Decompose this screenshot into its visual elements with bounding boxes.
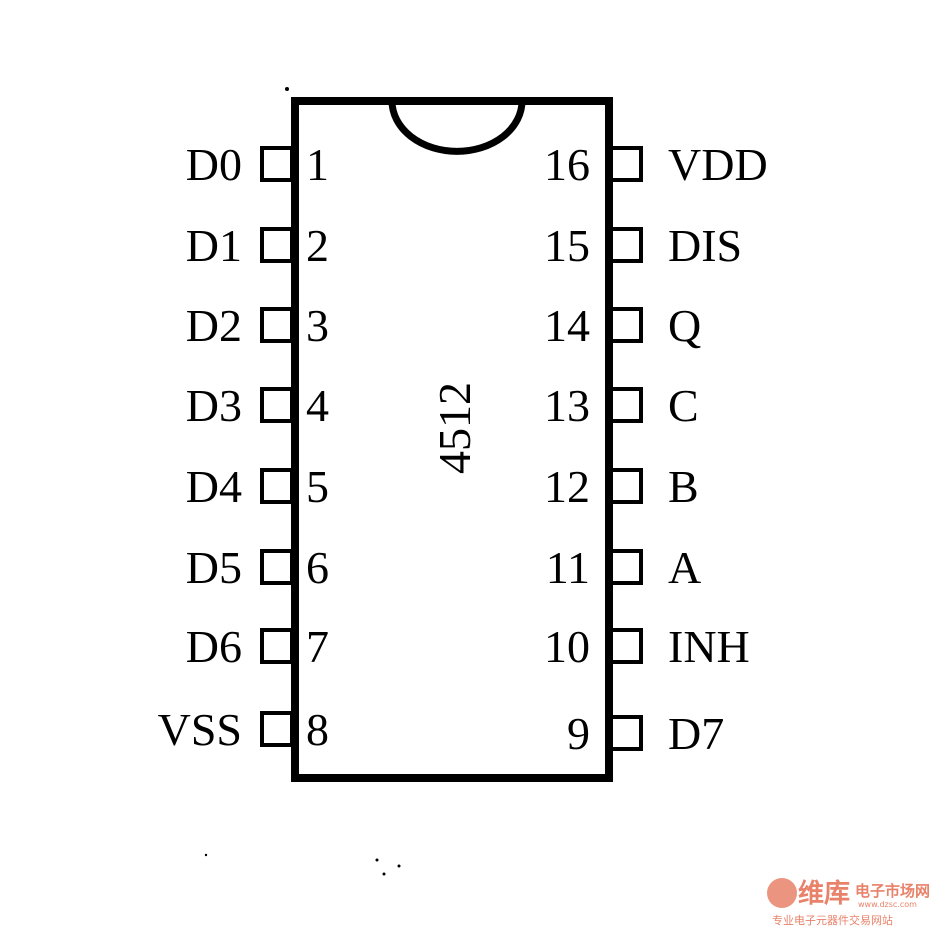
pin-pad: [260, 146, 294, 182]
pin-label: INH: [668, 621, 750, 672]
scan-noise: [204, 87, 401, 876]
pin-pad: [609, 307, 643, 343]
pin-pad: [609, 715, 643, 751]
pin-pad: [609, 387, 643, 423]
pin-number: 9: [567, 708, 590, 759]
left-pin-4: D3 4: [186, 380, 329, 431]
pin-pad: [260, 227, 294, 263]
pin-number: 6: [306, 542, 329, 593]
right-pin-16: 16 VDD: [544, 139, 768, 190]
pin-number: 12: [544, 461, 590, 512]
right-pin-11: 11 A: [546, 542, 702, 593]
pin-label: A: [668, 542, 701, 593]
pin-pad: [260, 711, 294, 747]
pin-label: D6: [186, 621, 242, 672]
pin-number: 16: [544, 139, 590, 190]
pin-number: 10: [544, 621, 590, 672]
pin-number: 3: [306, 300, 329, 351]
pin-pad: [260, 549, 294, 585]
left-pin-1: D0 1: [186, 139, 329, 190]
pin-number: 14: [544, 300, 590, 351]
pin-number: 4: [306, 380, 329, 431]
pin-label: D2: [186, 300, 242, 351]
pin-number: 5: [306, 461, 329, 512]
pin-pad: [260, 307, 294, 343]
left-pin-5: D4 5: [186, 461, 329, 512]
pin-label: D3: [186, 380, 242, 431]
pin-label: C: [668, 380, 699, 431]
pin-pad: [609, 549, 643, 585]
watermark-url: www.dzsc.com: [858, 900, 917, 909]
watermark-tagline: 专业电子元器件交易网站: [772, 913, 893, 927]
pin-pad: [609, 468, 643, 504]
pin-number: 13: [544, 380, 590, 431]
pin-number: 8: [306, 704, 329, 755]
watermark-logo-icon: [767, 878, 797, 908]
pin-number: 11: [546, 542, 590, 593]
pin-pad: [609, 146, 643, 182]
right-pin-15: 15 DIS: [544, 220, 742, 271]
ic-body: [291, 97, 613, 782]
pin-label: VDD: [668, 139, 768, 190]
watermark-title: 电子市场网: [855, 882, 930, 900]
pin-label: VSS: [158, 704, 242, 755]
pin-label: D7: [668, 708, 724, 759]
left-pin-7: D6 7: [186, 621, 329, 672]
pin-pad: [260, 387, 294, 423]
pin-pad: [609, 227, 643, 263]
pin-label: D0: [186, 139, 242, 190]
right-pin-12: 12 B: [544, 461, 699, 512]
left-pin-6: D5 6: [186, 542, 329, 593]
pin-pad: [260, 468, 294, 504]
chip-name: 4512: [429, 382, 480, 474]
pin-label: Q: [668, 300, 701, 351]
pin-pad: [260, 628, 294, 664]
right-pin-13: 13 C: [544, 380, 699, 431]
pin-label: DIS: [668, 220, 742, 271]
left-pin-3: D2 3: [186, 300, 329, 351]
watermark: 维库 电子市场网 www.dzsc.com 专业电子元器件交易网站: [767, 878, 930, 927]
pin-number: 1: [306, 139, 329, 190]
right-pin-14: 14 Q: [544, 300, 701, 351]
right-pin-9: 9 D7: [567, 708, 724, 759]
left-pin-8: VSS 8: [158, 704, 329, 755]
pin-label: D1: [186, 220, 242, 271]
pin-pad: [609, 628, 643, 664]
pin-number: 2: [306, 220, 329, 271]
pin-number: 15: [544, 220, 590, 271]
watermark-logo-text: 维库: [798, 878, 850, 909]
right-pin-group: 16 VDD 15 DIS 14 Q 13 C 12 B 11 A 10 INH 9 D7: [544, 139, 768, 759]
orientation-notch: [388, 100, 526, 155]
pin-number: 7: [306, 621, 329, 672]
left-pin-2: D1 2: [186, 220, 329, 271]
right-pin-10: 10 INH: [544, 621, 750, 672]
pin-label: B: [668, 461, 699, 512]
pin-label: D4: [186, 461, 242, 512]
pin-label: D5: [186, 542, 242, 593]
